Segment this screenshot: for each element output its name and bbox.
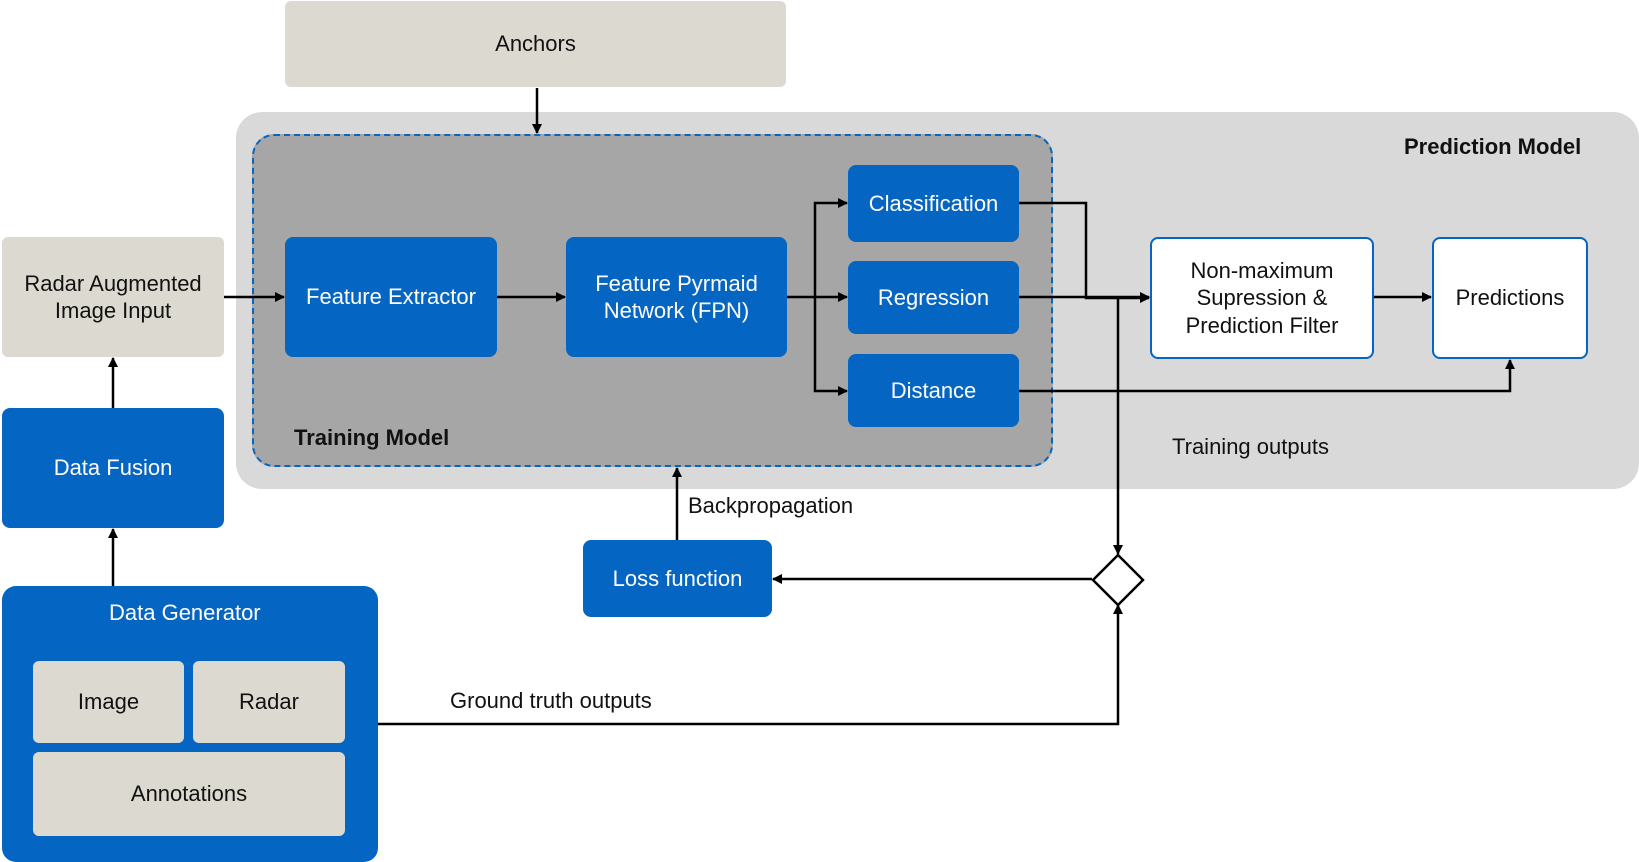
radar-augmented-image-input-box: Radar Augmented Image Input bbox=[2, 237, 224, 357]
fpn-to-classification-arrow bbox=[813, 198, 848, 297]
fpn-to-distance-arrow bbox=[813, 297, 848, 396]
loss-function-label: Loss function bbox=[612, 565, 743, 591]
image-label: Image bbox=[77, 689, 140, 715]
radar-box: Radar bbox=[193, 661, 345, 743]
loss-function-box: Loss function bbox=[583, 540, 772, 617]
distance-box: Distance bbox=[848, 354, 1019, 427]
ground-truth-outputs-label: Ground truth outputs bbox=[450, 688, 652, 713]
classification-to-nms-line bbox=[1019, 201, 1150, 303]
fpn-box: Feature Pyrmaid Network (FPN) bbox=[566, 237, 787, 357]
prediction-model-title: Prediction Model bbox=[1404, 134, 1582, 159]
training-model-title: Training Model bbox=[294, 425, 450, 450]
annotations-box: Annotations bbox=[33, 752, 345, 836]
ground-truth-to-comparator-arrow bbox=[378, 604, 1123, 726]
feature-extractor-label: Feature Extractor bbox=[306, 284, 476, 310]
predictions-box: Predictions bbox=[1432, 237, 1588, 359]
data-fusion-label: Data Fusion bbox=[53, 455, 173, 481]
anchors-box: Anchors bbox=[285, 1, 786, 87]
training-outputs-label: Training outputs bbox=[1172, 434, 1329, 459]
data-fusion-box: Data Fusion bbox=[2, 408, 224, 528]
distance-label: Distance bbox=[890, 377, 977, 403]
data-generator-title: Data Generator bbox=[109, 600, 261, 625]
radar-label: Radar bbox=[239, 689, 299, 715]
annotations-label: Annotations bbox=[130, 781, 248, 807]
distance-to-predictions-arrow bbox=[1019, 359, 1515, 393]
image-box: Image bbox=[33, 661, 184, 743]
nms-box: Non-maximum Supression & Prediction Filt… bbox=[1150, 237, 1374, 359]
radar-augmented-image-input-label: Radar Augmented Image Input bbox=[24, 270, 202, 324]
regression-box: Regression bbox=[848, 261, 1019, 334]
regression-label: Regression bbox=[877, 284, 990, 310]
classification-box: Classification bbox=[848, 165, 1019, 242]
nms-label: Non-maximum Supression & Prediction Filt… bbox=[1185, 257, 1339, 338]
comparator-diamond bbox=[1091, 553, 1145, 607]
anchors-label: Anchors bbox=[495, 31, 576, 57]
feature-extractor-box: Feature Extractor bbox=[285, 237, 497, 357]
fpn-label: Feature Pyrmaid Network (FPN) bbox=[595, 270, 758, 324]
classification-label: Classification bbox=[868, 190, 999, 216]
predictions-label: Predictions bbox=[1455, 285, 1565, 311]
backpropagation-label: Backpropagation bbox=[688, 493, 854, 518]
